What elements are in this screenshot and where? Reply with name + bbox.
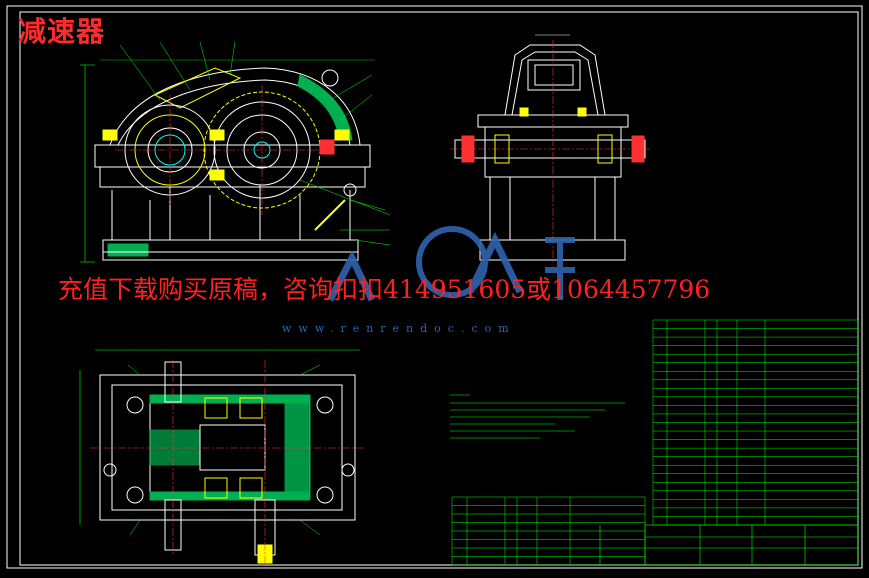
front-view <box>80 41 391 263</box>
inner-border <box>19 11 859 566</box>
drawing-title: 减速器 <box>18 15 106 48</box>
parts-list-table <box>652 319 859 526</box>
top-view <box>79 349 365 565</box>
watermark-url: www.renrendoc.com <box>282 322 516 335</box>
title-block <box>599 524 859 566</box>
renrendoc-logo <box>326 226 575 302</box>
download-watermark: 充值下载购买原稿，咨询扣扣414951605或1064457796 <box>58 275 711 304</box>
lower-parts-list <box>451 496 646 566</box>
outer-border <box>6 5 863 569</box>
side-view <box>450 34 650 262</box>
technical-requirements <box>450 394 625 439</box>
